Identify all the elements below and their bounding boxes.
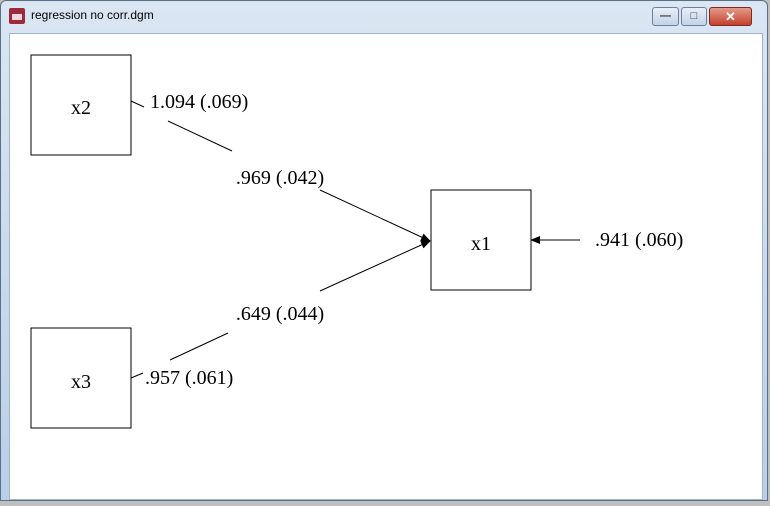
path-x3-to-x1[interactable] bbox=[130, 240, 431, 379]
node-x1-label: x1 bbox=[471, 233, 491, 255]
minimize-icon: — bbox=[660, 10, 671, 22]
maximize-icon: □ bbox=[690, 10, 698, 22]
minimize-button[interactable]: — bbox=[652, 7, 679, 26]
node-x3[interactable] bbox=[30, 327, 132, 429]
x2-to-x1-coefficient: .969 (.042) bbox=[236, 167, 324, 189]
x2-variance-label: 1.094 (.069) bbox=[150, 91, 248, 113]
title-bar[interactable]: regression no corr.dgm — □ ✕ bbox=[1, 1, 767, 33]
path-x2-to-x1[interactable] bbox=[130, 100, 431, 242]
node-x2-label: x2 bbox=[71, 97, 91, 119]
app-icon bbox=[9, 8, 25, 24]
x1-residual-label: .941 (.060) bbox=[595, 229, 683, 251]
window-title: regression no corr.dgm bbox=[31, 8, 154, 22]
node-x3-label: x3 bbox=[71, 371, 91, 393]
node-x2[interactable] bbox=[30, 54, 132, 156]
maximize-button[interactable]: □ bbox=[681, 7, 707, 26]
diagram-canvas[interactable] bbox=[9, 33, 763, 500]
x3-to-x1-coefficient: .649 (.044) bbox=[236, 303, 324, 325]
x3-variance-label: .957 (.061) bbox=[145, 367, 233, 389]
close-button[interactable]: ✕ bbox=[709, 7, 752, 26]
close-icon: ✕ bbox=[725, 9, 736, 24]
node-x1[interactable] bbox=[430, 189, 532, 291]
